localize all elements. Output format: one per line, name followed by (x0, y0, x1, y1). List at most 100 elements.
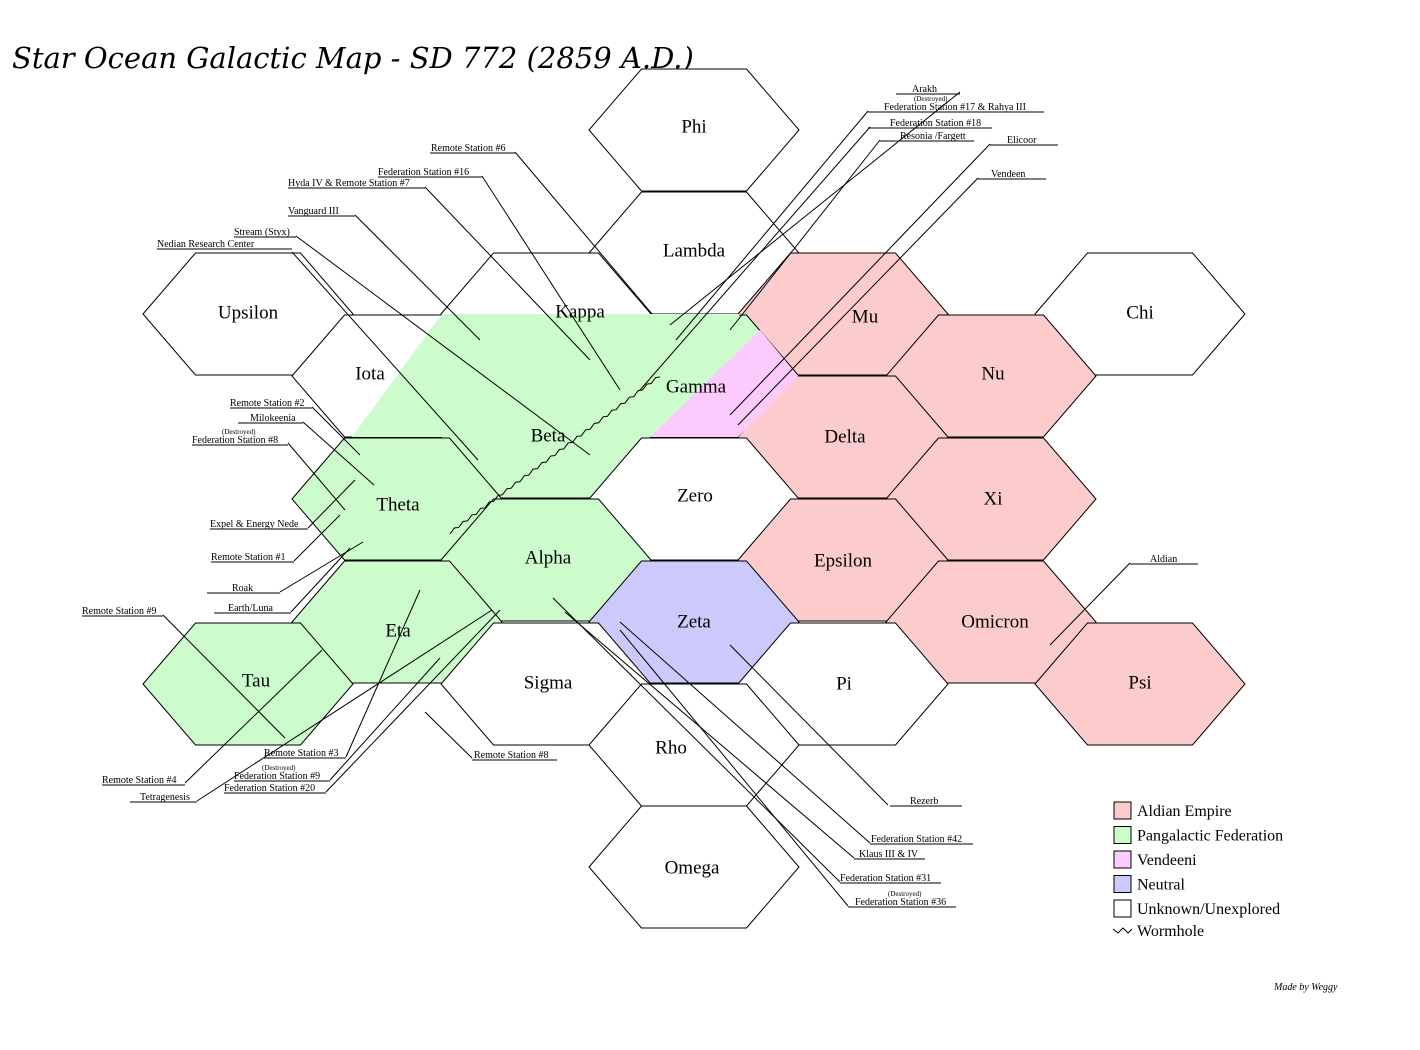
loc-stream-styx-11: Stream (Styx) (234, 227, 290, 238)
loc-nedian-research-center-12: Nedian Research Center (157, 239, 255, 250)
loc-hyda-iv-remote-station-7-9: Hyda IV & Remote Station #7 (288, 178, 410, 189)
loc-elicoor-5: Elicoor (1007, 135, 1037, 146)
legend-label-neutral: Neutral (1137, 877, 1186, 894)
loc-remote-station-4-26: Remote Station #4 (102, 775, 176, 786)
loc-resonia-fargett-4-leader (729, 139, 881, 331)
legend-swatch-aldian-empire (1113, 801, 1132, 820)
leader-line-layer (82, 91, 1198, 908)
hex-label-omicron: Omicron (961, 611, 1029, 632)
loc-nedian-research-center-12-leader (291, 251, 479, 461)
loc-destroyed-1: (Destroyed) (914, 95, 948, 103)
hex-label-lambda: Lambda (663, 240, 726, 261)
loc-aldian-29: Aldian (1150, 554, 1177, 565)
hex-label-zeta: Zeta (677, 611, 711, 632)
loc-federation-station-9-24-leader (329, 657, 441, 781)
hex-upsilon (142, 252, 354, 376)
hex-label-chi: Chi (1126, 302, 1153, 323)
hex-label-pi: Pi (836, 673, 852, 694)
loc-federation-station-16-8: Federation Station #16 (378, 167, 469, 178)
hex-tau (142, 622, 354, 746)
loc-milokeenia-14: Milokeenia (250, 413, 296, 424)
loc-federation-station-8-16-leader (287, 442, 346, 511)
legend-swatch-neutral (1113, 875, 1132, 893)
hex-label-epsilon: Epsilon (814, 550, 873, 571)
loc-elicoor-5-leader (729, 143, 991, 416)
vendeeni-territory (650, 330, 798, 437)
loc-remote-station-9-21: Remote Station #9 (82, 606, 156, 617)
loc-expel-energy-nede-17: Expel & Energy Nede (210, 519, 299, 530)
loc-tetragenesis-27: Tetragenesis (140, 792, 190, 803)
hex-label-nu: Nu (981, 363, 1005, 384)
loc-federation-station-31-33-leader (552, 597, 841, 883)
loc-resonia-fargett-4: Resonia /Fargett (900, 131, 966, 142)
loc-klaus-iii-iv-32: Klaus III & IV (859, 849, 919, 860)
hex-label-rho: Rho (655, 737, 687, 758)
location-label-layer: Arakh(Destroyed)Federation Station #17 &… (82, 84, 1177, 908)
credit-text: Made by Weggy (1273, 982, 1338, 993)
loc-roak-19: Roak (232, 583, 253, 594)
hex-omega (588, 805, 800, 929)
loc-tetragenesis-27-leader (196, 609, 493, 802)
loc-destroyed-15: (Destroyed) (222, 428, 256, 436)
loc-federation-station-31-33: Federation Station #31 (840, 873, 931, 884)
loc-federation-station-20-25: Federation Station #20 (224, 783, 315, 794)
loc-federation-station-9-24: Federation Station #9 (234, 771, 320, 782)
loc-federation-station-8-16: Federation Station #8 (192, 435, 278, 446)
loc-arakh-0: Arakh (912, 84, 937, 95)
hex-label-zero: Zero (677, 485, 713, 506)
loc-vanguard-iii-10: Vanguard III (288, 206, 339, 217)
loc-federation-station-36-35: Federation Station #36 (855, 897, 946, 908)
loc-milokeenia-14-leader (302, 421, 375, 486)
legend-label-aldian-empire: Aldian Empire (1137, 803, 1232, 820)
loc-rezerb-30-leader (729, 644, 889, 806)
loc-federation-station-16-8-leader (481, 175, 621, 391)
hex-label-beta: Beta (531, 425, 566, 446)
loc-remote-station-6-7: Remote Station #6 (431, 143, 505, 154)
hex-label-phi: Phi (681, 116, 706, 137)
loc-remote-station-3-22: Remote Station #3 (264, 748, 338, 759)
loc-federation-station-20-25-leader (325, 609, 501, 793)
loc-federation-station-18-3: Federation Station #18 (890, 118, 981, 129)
federation-territory (352, 314, 740, 437)
loc-remote-station-8-28-leader (424, 711, 473, 759)
loc-federation-station-36-35-leader (619, 629, 849, 907)
loc-vendeen-6: Vendeen (991, 169, 1025, 180)
loc-remote-station-6-7-leader (514, 151, 653, 315)
loc-federation-station-18-3-leader (639, 126, 871, 391)
loc-remote-station-4-26-leader (184, 649, 323, 784)
loc-aldian-29-leader (1049, 562, 1131, 646)
legend-label-unknown-unexplored: Unknown/Unexplored (1137, 901, 1280, 918)
loc-federation-station-42-31: Federation Station #42 (871, 834, 962, 845)
loc-roak-19-leader (279, 541, 364, 593)
hex-label-xi: Xi (984, 488, 1003, 509)
hex-label-alpha: Alpha (525, 547, 572, 568)
hex-label-theta: Theta (376, 494, 420, 515)
hex-label-sigma: Sigma (524, 672, 573, 693)
hex-label-delta: Delta (824, 426, 866, 447)
legend-label-pangalactic-federation: Pangalactic Federation (1137, 828, 1283, 845)
legend-label-vendeeni: Vendeeni (1137, 852, 1197, 869)
loc-hyda-iv-remote-station-7-9-leader (424, 186, 591, 361)
loc-arakh-0-leader (669, 91, 961, 326)
loc-remote-station-2-13-leader (311, 406, 361, 456)
legend-swatch-unknown-unexplored (1113, 899, 1132, 918)
loc-federation-station-17-rahya-iii-2-leader (675, 110, 869, 341)
loc-rezerb-30: Rezerb (910, 796, 938, 807)
map-title: Star Ocean Galactic Map - SD 772 (2859 A… (12, 41, 694, 75)
hex-label-iota: Iota (355, 363, 385, 384)
hex-psi (1034, 622, 1246, 746)
loc-vendeen-6-leader (737, 177, 979, 426)
legend-swatch-pangalactic-federation (1113, 826, 1132, 844)
hex-label-kappa: Kappa (555, 301, 605, 322)
loc-vanguard-iii-10-leader (354, 214, 481, 341)
loc-earth-luna-20: Earth/Luna (228, 603, 274, 614)
loc-earth-luna-20-leader (290, 547, 351, 613)
hex-phi (588, 68, 800, 192)
loc-remote-station-3-22-leader (345, 589, 421, 758)
hex-label-psi: Psi (1128, 672, 1151, 693)
hex-label-gamma: Gamma (666, 376, 727, 397)
legend-label-wormhole: Wormhole (1137, 923, 1204, 940)
